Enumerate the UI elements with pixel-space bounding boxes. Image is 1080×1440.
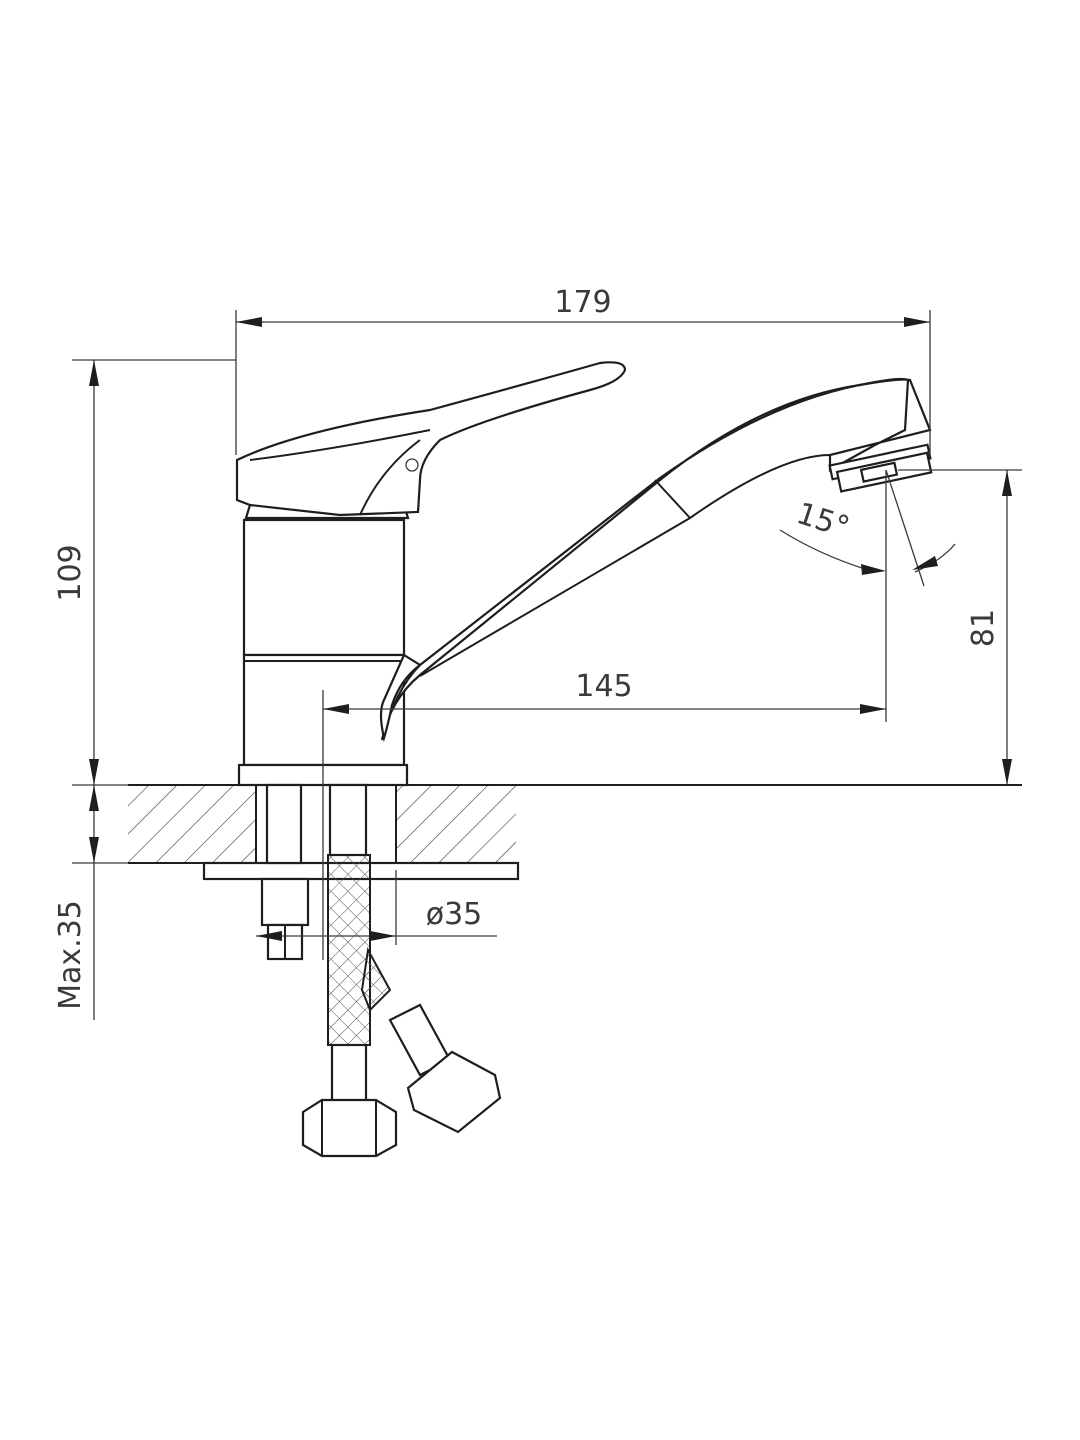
- lever-handle: [235, 361, 627, 517]
- dimension-swivel-angle: 15°: [779, 469, 956, 587]
- dimension-label-109: 109: [53, 544, 88, 601]
- countertop: [128, 784, 1022, 864]
- spout: [379, 377, 933, 743]
- dimension-max-countertop: Max.35: [53, 785, 128, 1020]
- dimension-label-145: 145: [575, 669, 632, 704]
- dimension-label-15-degrees: 15°: [792, 496, 853, 546]
- dimension-label-diameter-35: ø35: [426, 897, 483, 932]
- supply-hoses: [301, 783, 502, 1158]
- dimension-total-width: 179: [235, 285, 931, 455]
- dimension-label-81: 81: [966, 609, 1001, 647]
- dimension-spout-height: 81: [898, 469, 1022, 785]
- dimension-height: 109: [53, 359, 236, 786]
- dimension-spout-reach: 145: [322, 470, 887, 960]
- dimension-label-179: 179: [554, 285, 611, 320]
- dimension-label-max-35: Max.35: [53, 900, 88, 1010]
- dimension-hole-diameter: ø35: [256, 870, 497, 945]
